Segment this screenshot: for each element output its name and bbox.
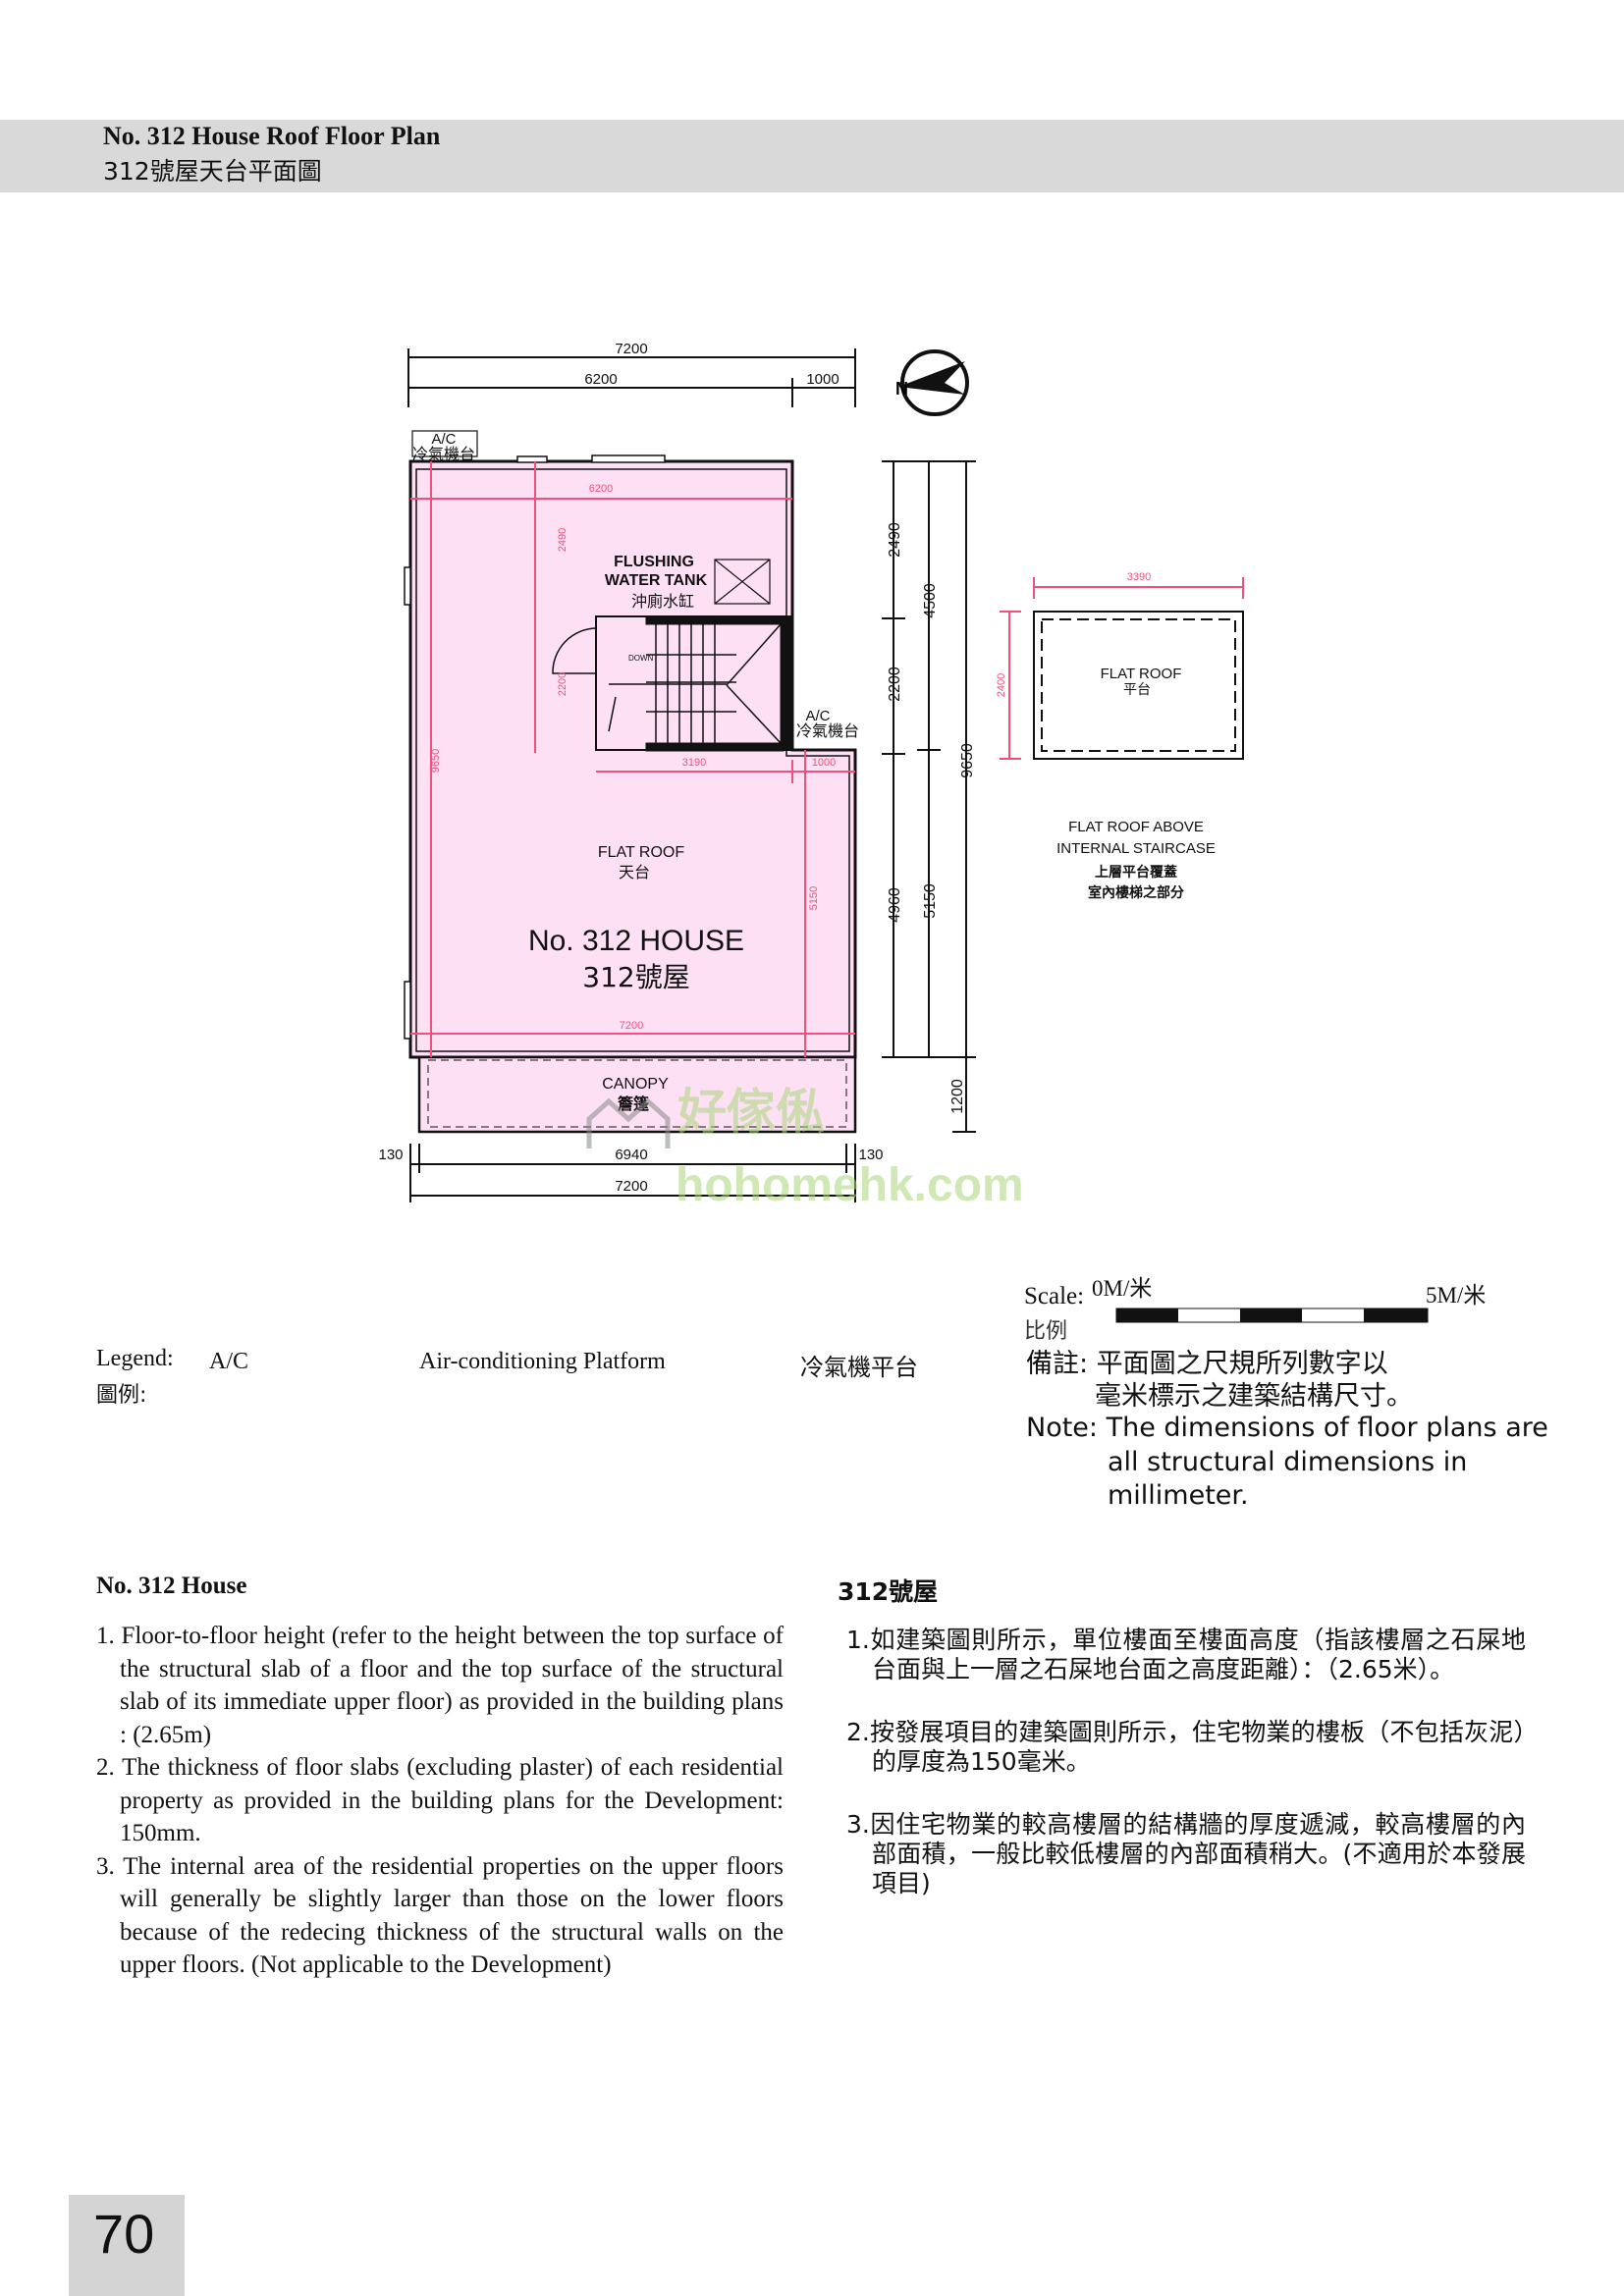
dim-main: 6200: [584, 371, 617, 388]
watermark-url: hohomehk.com: [676, 1159, 1024, 1211]
note-en-3: millimeter.: [1108, 1480, 1249, 1511]
section-title-en: No. 312 House: [96, 1573, 247, 1599]
dim-right-6: 9650: [959, 743, 976, 778]
note-en-1: Note: The dimensions of floor plans are: [1026, 1413, 1548, 1443]
legend-label-zh: 圖例:: [96, 1383, 147, 1408]
dim-right-5: 5150: [922, 883, 939, 919]
down-label: DOWN: [628, 654, 654, 663]
notes-list-en: 1. Floor-to-floor height (refer to the h…: [96, 1620, 784, 1982]
page-title-zh: 312號屋天台平面圖: [103, 157, 322, 186]
dim-right-height: 5150: [808, 886, 820, 910]
list-item: 3. The internal area of the residential …: [96, 1852, 784, 1979]
upper-width: 3390: [1127, 571, 1151, 583]
dim-bottom-right: 130: [858, 1147, 883, 1163]
upper-caption-zh-2: 室內樓梯之部分: [1088, 884, 1184, 901]
legend-abbr: A/C: [209, 1349, 249, 1374]
dim-inner-top: 6200: [589, 483, 613, 495]
page-title-en: No. 312 House Roof Floor Plan: [103, 122, 441, 150]
ac-side-label-zh: 冷氣機台: [796, 721, 859, 740]
north-label: N: [895, 379, 908, 399]
dim-overall: 7200: [615, 341, 647, 357]
page-number: 70: [93, 2203, 155, 2265]
list-item: 2. The thickness of floor slabs (excludi…: [96, 1754, 784, 1846]
list-item: 2.按發展項目的建築圖則所示，住宅物業的樓板（不包括灰泥）的厚度為150毫米。: [846, 1718, 1526, 1776]
note-en-2: all structural dimensions in: [1108, 1447, 1468, 1477]
header-band: [0, 120, 1624, 192]
watermark-zh: 好傢俬: [677, 1084, 825, 1141]
flat-roof-label: FLAT ROOF: [598, 844, 685, 861]
dim-ac-width: 1000: [812, 757, 836, 769]
note-zh-2: 毫米標示之建築結構尺寸。: [1095, 1381, 1413, 1412]
watermark: 好傢俬 hohomehk.com: [586, 1084, 1024, 1211]
scale-start: 0M/米: [1092, 1276, 1153, 1301]
page-number-box: [69, 2195, 185, 2296]
dim-right-3: 4960: [887, 887, 903, 923]
tank-label-zh: 沖廁水缸: [631, 592, 694, 611]
legend-desc-en: Air-conditioning Platform: [419, 1349, 666, 1374]
upper-height: 2400: [996, 673, 1007, 697]
tank-label-1: FLUSHING: [614, 554, 694, 570]
list-item: 1. Floor-to-floor height (refer to the h…: [96, 1623, 784, 1748]
dim-side: 1000: [806, 371, 839, 388]
house-label-zh: 312號屋: [582, 961, 689, 993]
dim-stair-height: 2200: [557, 672, 568, 696]
list-item: 3.因住宅物業的較高樓層的結構牆的厚度遞減，較高樓層的內部面積，一般比較低樓層的…: [846, 1810, 1526, 1897]
legend-label: Legend:: [96, 1346, 174, 1371]
dim-tank-height: 2490: [557, 528, 568, 552]
dim-bottom-width: 7200: [620, 1020, 643, 1032]
dim-right-2: 2200: [887, 667, 903, 702]
canopy-label: CANOPY: [602, 1076, 669, 1093]
note-zh-1: 備註: 平面圖之尺規所列數字以: [1026, 1349, 1388, 1379]
upper-flat-roof: [1000, 577, 1244, 760]
dim-bottom-left: 130: [378, 1147, 403, 1163]
bottom-dimensions: [409, 1144, 856, 1202]
flushing-tank-box: [714, 559, 771, 605]
scale-bar: [1115, 1308, 1429, 1323]
house-label: No. 312 HOUSE: [528, 925, 744, 957]
right-dimensions: [882, 460, 976, 1133]
list-item: 1.如建築圖則所示，單位樓面至樓面高度（指該樓層之石屎地台面與上一層之石屎地台面…: [846, 1626, 1526, 1683]
inner-dimensions: [410, 461, 855, 1057]
ac-side-label: A/C: [805, 708, 830, 724]
dim-bottom-overall: 7200: [615, 1178, 647, 1195]
staircase: [552, 615, 793, 752]
upper-label: FLAT ROOF: [1101, 666, 1182, 682]
legend-desc-zh: 冷氣機平台: [800, 1354, 918, 1381]
ac-top-label: A/C: [431, 431, 456, 448]
north-arrow-icon: N: [895, 349, 969, 416]
tank-label-2: WATER TANK: [605, 572, 708, 589]
dim-right-7: 1200: [949, 1079, 966, 1114]
flat-roof-label-zh: 天台: [619, 863, 650, 881]
dim-left-height: 9650: [430, 749, 442, 773]
scale-label-zh: 比例: [1024, 1319, 1068, 1344]
dim-right-4: 4500: [922, 583, 939, 618]
scale-label: Scale:: [1024, 1283, 1085, 1309]
top-dimensions: [407, 348, 856, 407]
dim-bottom-middle: 6940: [615, 1147, 647, 1163]
scale-end: 5M/米: [1426, 1283, 1487, 1308]
upper-label-zh: 平台: [1123, 682, 1151, 698]
dim-right-1: 2490: [887, 522, 903, 558]
dim-stair-width: 3190: [682, 757, 706, 769]
upper-caption-1: FLAT ROOF ABOVE: [1068, 819, 1204, 835]
section-title-zh: 312號屋: [838, 1577, 939, 1606]
upper-caption-zh-1: 上層平台覆蓋: [1095, 864, 1177, 881]
building-outline: [404, 454, 857, 1134]
notes-list-zh: 1.如建築圖則所示，單位樓面至樓面高度（指該樓層之石屎地台面與上一層之石屎地台面…: [846, 1626, 1526, 1932]
upper-caption-2: INTERNAL STAIRCASE: [1056, 840, 1216, 857]
ac-top-label-zh: 冷氣機台: [412, 445, 475, 463]
